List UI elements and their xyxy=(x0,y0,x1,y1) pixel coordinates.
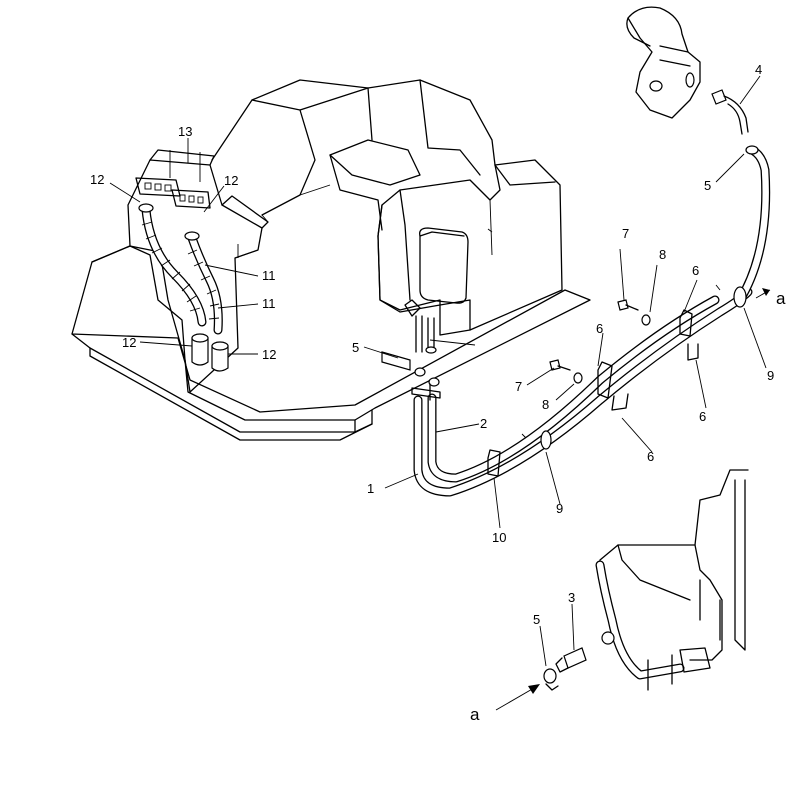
heater-unit xyxy=(377,164,501,354)
label-8b: 8 xyxy=(542,397,549,412)
callout-labels: 1 2 3 4 5 5 5 6 6 6 6 7 7 8 8 9 9 10 11 … xyxy=(90,62,786,724)
label-6d: 6 xyxy=(647,449,654,464)
left-console xyxy=(91,149,269,393)
label-9b: 9 xyxy=(556,501,563,516)
engine-inlet xyxy=(543,469,749,691)
label-8a: 8 xyxy=(659,247,666,262)
label-7b: 7 xyxy=(515,379,522,394)
clamps xyxy=(487,284,747,477)
label-12a: 12 xyxy=(90,172,104,187)
leader-lines xyxy=(109,75,771,711)
bolts-washers xyxy=(549,299,651,384)
floor-plate xyxy=(71,245,591,441)
label-12c: 12 xyxy=(122,335,136,350)
label-9a: 9 xyxy=(767,368,774,383)
label-6b: 6 xyxy=(692,263,699,278)
label-10: 10 xyxy=(492,530,506,545)
view-label-a-bottom: a xyxy=(470,705,480,724)
label-11b: 11 xyxy=(262,296,276,311)
label-11a: 11 xyxy=(262,268,276,283)
label-1: 1 xyxy=(367,481,374,496)
engine-outlet xyxy=(626,6,759,155)
label-6a: 6 xyxy=(596,321,603,336)
label-5c: 5 xyxy=(533,612,540,627)
label-3: 3 xyxy=(568,590,575,605)
label-7a: 7 xyxy=(622,226,629,241)
label-6c: 6 xyxy=(699,409,706,424)
left-fittings xyxy=(381,351,441,401)
label-5b: 5 xyxy=(704,178,711,193)
console-hoses xyxy=(138,203,229,372)
label-13: 13 xyxy=(178,124,192,139)
label-12d: 12 xyxy=(262,347,276,362)
heater-hoses xyxy=(413,145,771,497)
label-2: 2 xyxy=(480,416,487,431)
label-4: 4 xyxy=(755,62,762,77)
label-12b: 12 xyxy=(224,173,238,188)
view-label-a-right: a xyxy=(776,289,786,308)
label-5a: 5 xyxy=(352,340,359,355)
seat-block xyxy=(211,79,563,336)
